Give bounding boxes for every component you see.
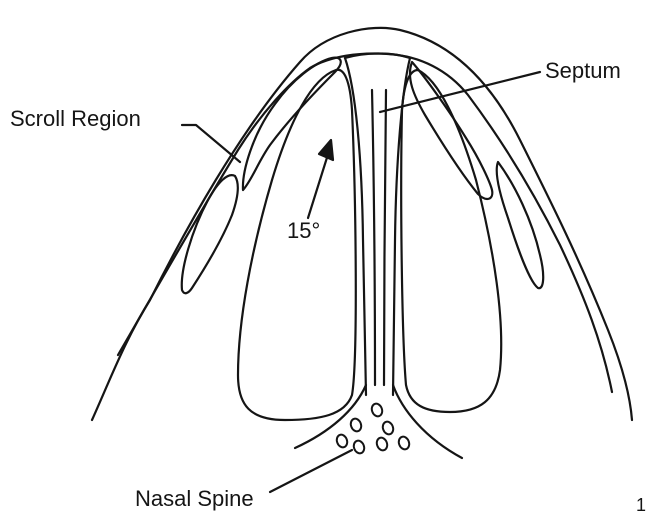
septum-line-right — [384, 90, 386, 385]
nasal-spine-label: Nasal Spine — [135, 488, 254, 510]
nasal-spine-leader — [270, 450, 352, 492]
spine-dot — [352, 439, 366, 455]
nostril-left — [238, 70, 356, 420]
spine-dot — [349, 417, 363, 433]
page-mark: 1 — [636, 496, 646, 514]
scroll-region-right-lower — [497, 162, 543, 288]
spine-dot — [370, 402, 384, 418]
spine-dot — [375, 436, 389, 452]
scroll-region-label: Scroll Region — [10, 108, 141, 130]
nasal-spine-dots — [335, 402, 411, 455]
spine-dot — [381, 420, 395, 436]
nasal-spine-base-right — [393, 385, 462, 458]
scroll-region-right-upper — [410, 62, 492, 199]
angle-arrow-shaft — [308, 148, 330, 218]
spine-dot — [335, 433, 349, 449]
scroll-region-left-lower — [182, 175, 238, 293]
nasal-spine-base-left — [295, 385, 366, 448]
spine-dot — [397, 435, 411, 451]
angle-label: 15° — [287, 220, 320, 242]
septum-line-left — [372, 90, 375, 385]
angle-arrow-head — [319, 140, 333, 160]
septum-label: Septum — [545, 60, 621, 82]
